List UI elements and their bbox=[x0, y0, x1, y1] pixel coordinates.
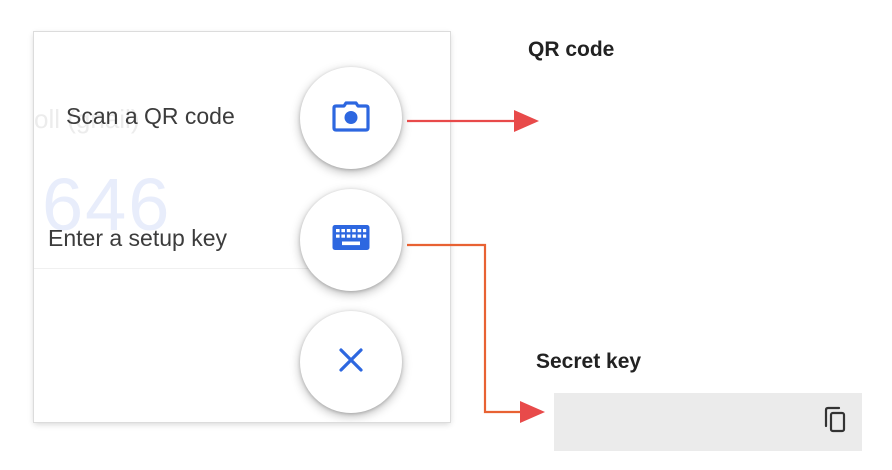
secret-key-box bbox=[554, 393, 862, 451]
background-divider bbox=[34, 268, 334, 269]
close-icon bbox=[336, 345, 366, 380]
enter-setup-key-label[interactable]: Enter a setup key bbox=[48, 225, 227, 251]
scan-qr-label[interactable]: Scan a QR code bbox=[66, 103, 235, 129]
qr-arrow bbox=[407, 110, 539, 132]
scan-qr-button[interactable] bbox=[300, 67, 402, 169]
camera-icon bbox=[331, 96, 371, 141]
background-otp-code: 646 bbox=[42, 163, 172, 246]
enter-setup-key-button[interactable] bbox=[300, 189, 402, 291]
add-code-dialog: oll (gnail) 646 Scan a QR code Enter a s… bbox=[34, 32, 450, 422]
keyboard-icon bbox=[331, 223, 371, 258]
background-account-name: oll (gnail) bbox=[34, 104, 140, 134]
secret-key-annotation-title: Secret key bbox=[536, 350, 642, 373]
copy-icon bbox=[822, 406, 848, 439]
qr-code-annotation-title: QR code bbox=[528, 38, 615, 61]
secret-key-arrow bbox=[407, 243, 545, 423]
copy-button[interactable] bbox=[820, 406, 850, 439]
close-menu-button[interactable] bbox=[300, 311, 402, 413]
